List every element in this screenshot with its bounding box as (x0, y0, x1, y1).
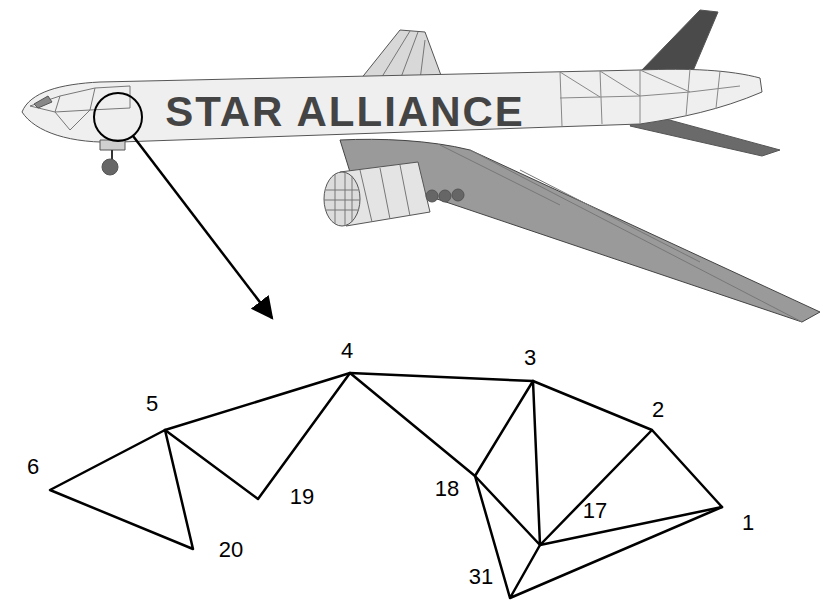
vertex-number: 2 (652, 399, 664, 421)
vertex-number: 3 (524, 347, 536, 369)
vertex-number: 4 (341, 340, 353, 362)
vertex-number: 17 (583, 500, 607, 522)
vertex-number: 31 (469, 566, 493, 588)
vertex-number: 6 (27, 456, 39, 478)
vertex-number: 5 (146, 393, 158, 415)
airplane-wireframe (22, 10, 820, 322)
vertex-number: 1 (742, 512, 754, 534)
vertex-number: 18 (435, 478, 459, 500)
livery-text: STAR ALLIANCE (165, 91, 525, 133)
vertex-number: 19 (290, 486, 314, 508)
vertex-number: 20 (219, 539, 243, 561)
mesh-edges (50, 373, 722, 598)
